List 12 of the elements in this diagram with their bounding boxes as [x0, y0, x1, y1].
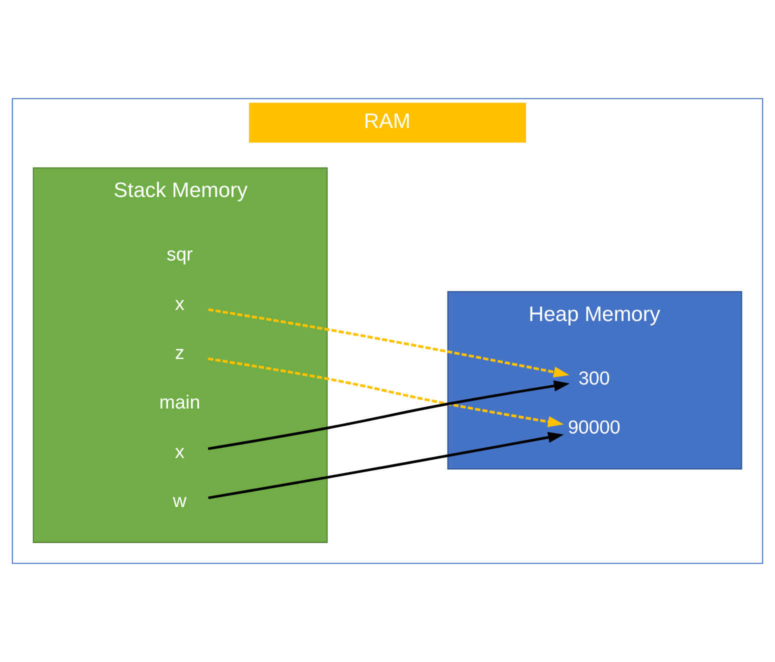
node-text: main	[159, 392, 200, 414]
node-text: z	[175, 343, 184, 364]
node-text: w	[172, 491, 187, 512]
node-text: sqr	[166, 244, 193, 266]
node-text: x	[175, 442, 184, 463]
arrow	[208, 432, 564, 500]
node-text: 90000	[568, 418, 620, 439]
arrow	[208, 308, 570, 378]
arrow	[208, 380, 570, 450]
node-text: 300	[578, 368, 610, 390]
node-text: x	[175, 294, 184, 315]
arrow	[208, 357, 564, 428]
